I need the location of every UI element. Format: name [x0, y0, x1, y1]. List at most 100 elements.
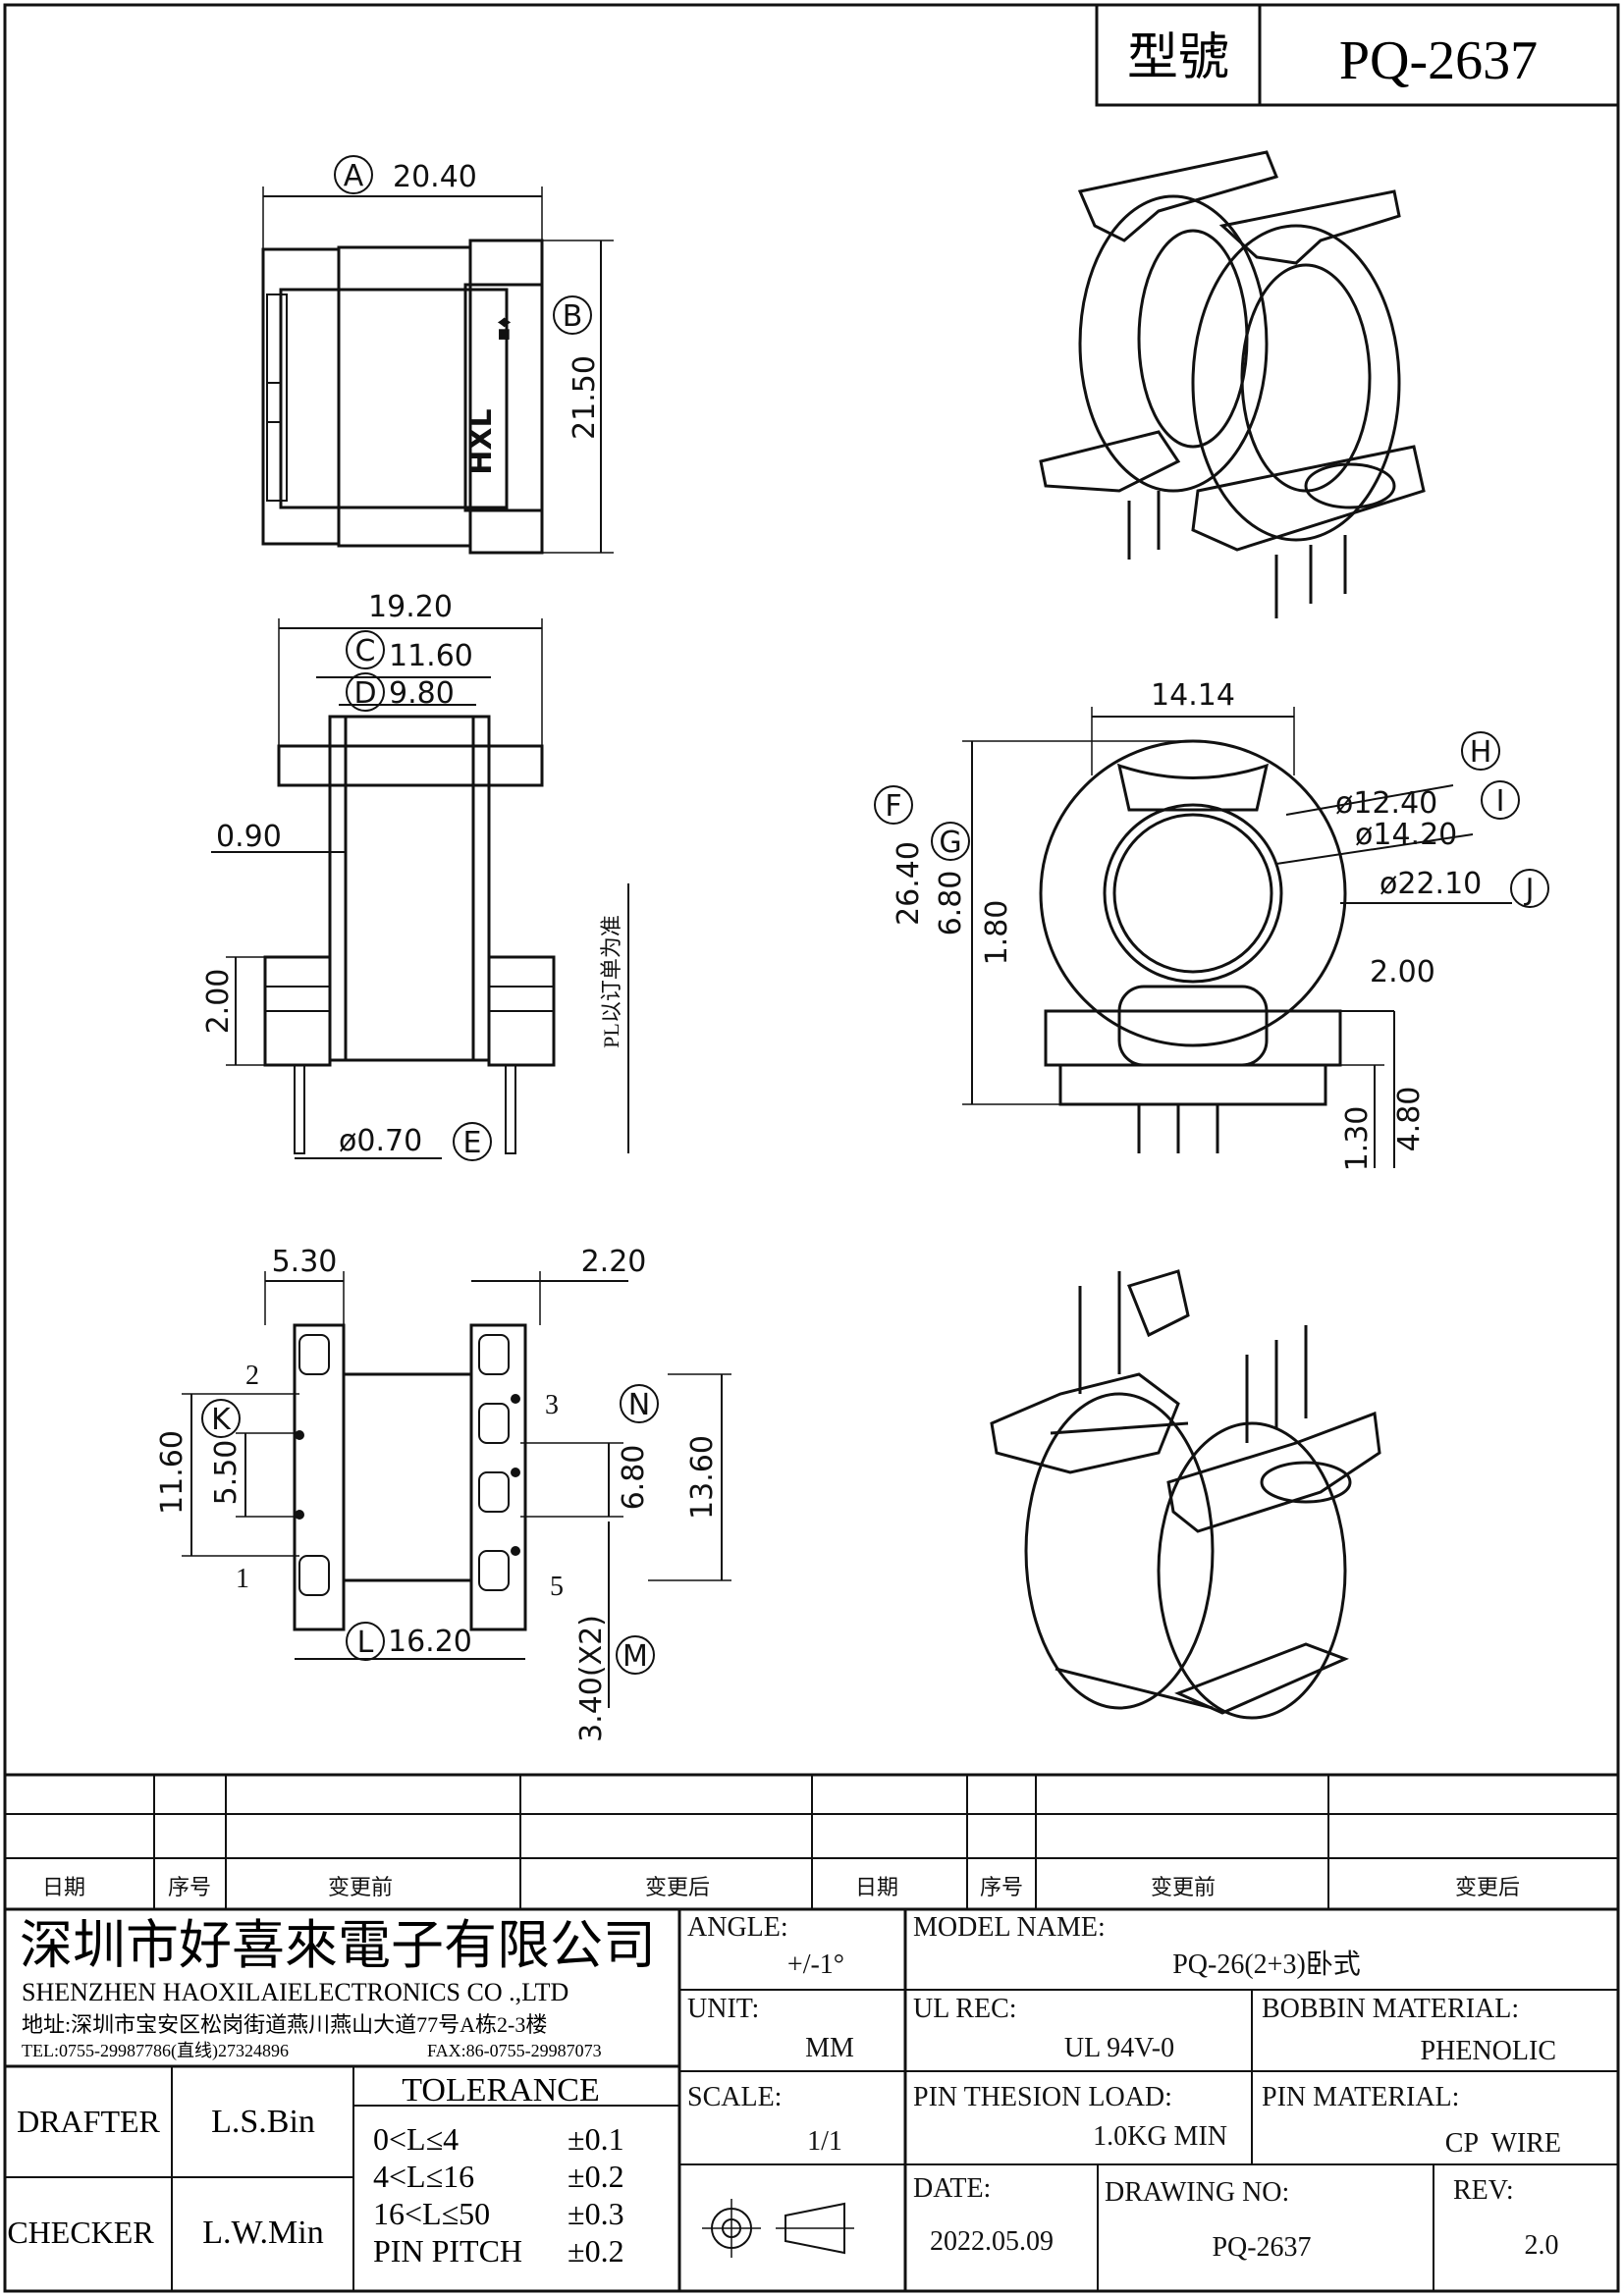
tol-range-4: PIN PITCH — [373, 2233, 522, 2269]
company-tel: TEL:0755-29987786(直线)27324896 — [22, 2041, 289, 2061]
mark-a-circle — [334, 155, 373, 194]
isometric-view-upper — [1039, 150, 1426, 618]
dim-c: 11.60 — [389, 639, 473, 673]
pin-load-value: 1.0KG MIN — [1093, 2121, 1227, 2152]
tol-range-1: 0<L≤4 — [373, 2121, 459, 2157]
mark-k-circle — [201, 1399, 241, 1438]
change-table: 日期 序号 变更前 变更后 日期 序号 变更前 变更后 — [5, 1773, 1618, 1911]
scale-label: SCALE: — [687, 2082, 782, 2112]
model-label: 型號 — [1127, 30, 1229, 86]
mark-g-circle — [931, 822, 970, 861]
pin-label-1: 1 — [236, 1564, 249, 1594]
pl-note: PL以订单为准 — [599, 915, 623, 1048]
dim-standoff: 4.80 — [1392, 1087, 1427, 1152]
model-value: PQ-2637 — [1339, 30, 1538, 91]
mark-g: G — [939, 826, 961, 860]
mark-h: H — [1470, 735, 1492, 770]
dim-width: 14.14 — [1151, 678, 1235, 713]
mark-i: I — [1496, 784, 1505, 819]
dim-wall: 0.90 — [216, 820, 282, 854]
bottom-view — [182, 1271, 731, 1708]
checker-label: CHECKER — [7, 2215, 154, 2250]
pin-mat-value: CP WIRE — [1445, 2128, 1561, 2159]
isometric-view-lower — [990, 1269, 1381, 1720]
hdr-date-1: 日期 — [42, 1875, 85, 1899]
dim-1-80: 1.80 — [980, 900, 1014, 966]
drafter-value: L.S.Bin — [211, 2104, 315, 2140]
logo-mark: ■♦ — [491, 317, 515, 342]
model-name-label: MODEL NAME: — [913, 1912, 1106, 1943]
top-view: HXL ■♦ — [261, 187, 614, 555]
mark-n: N — [628, 1388, 650, 1422]
hdr-after-2: 变更后 — [1455, 1875, 1520, 1899]
ul-value: UL 94V-0 — [1064, 2033, 1174, 2063]
hdr-seq-1: 序号 — [168, 1875, 211, 1899]
dim-step: 2.00 — [1370, 955, 1435, 989]
dim-overall: 19.20 — [368, 590, 453, 624]
mark-a: A — [344, 159, 364, 193]
dim-left: 5.30 — [272, 1245, 338, 1279]
dim-j: ø22.10 — [1380, 867, 1482, 901]
dim-pin: ø0.70 — [339, 1124, 422, 1158]
pin-load-label: PIN THESION LOAD: — [913, 2082, 1172, 2112]
side-view — [211, 618, 629, 1159]
dim-pinlen: 1.30 — [1340, 1106, 1375, 1172]
unit-label: UNIT: — [687, 1994, 759, 2024]
mark-e-circle — [453, 1122, 492, 1161]
dim-b: 21.50 — [568, 355, 602, 440]
mark-b-circle — [553, 295, 592, 335]
mark-f-circle — [874, 785, 913, 825]
drawing-no-label: DRAWING NO: — [1105, 2177, 1289, 2208]
dim-m: 3.40(X2) — [574, 1615, 609, 1742]
rev-label: REV: — [1453, 2175, 1514, 2206]
mark-n-circle — [620, 1384, 659, 1423]
mark-k: K — [211, 1403, 232, 1437]
hdr-date-2: 日期 — [855, 1875, 898, 1899]
title-block-grid — [5, 1909, 1618, 2291]
dim-n: 6.80 — [617, 1445, 651, 1511]
mark-m: M — [622, 1639, 648, 1674]
dim-11-60: 11.60 — [155, 1430, 189, 1515]
pin-mat-label: PIN MATERIAL: — [1262, 2082, 1459, 2112]
date-value: 2022.05.09 — [930, 2226, 1054, 2257]
scale-value: 1/1 — [807, 2126, 842, 2157]
hdr-before-2: 变更前 — [1151, 1875, 1216, 1899]
projection-symbol-icon — [702, 2199, 854, 2258]
dim-h: ø12.40 — [1335, 786, 1437, 821]
rev-value: 2.0 — [1525, 2230, 1559, 2261]
company-name-cn: 深圳市好喜來電子有限公司 — [20, 1916, 656, 1975]
hdr-before-1: 变更前 — [328, 1875, 393, 1899]
mark-m-circle — [616, 1635, 655, 1675]
dim-d: 9.80 — [389, 676, 455, 711]
dim-k: 5.50 — [209, 1440, 243, 1506]
mark-l-circle — [346, 1622, 385, 1661]
angle-value: +/-1° — [787, 1949, 844, 1980]
dim-flange: 2.00 — [201, 969, 236, 1035]
tol-value-3: ±0.3 — [568, 2196, 624, 2231]
model-title-block: 型號 PQ-2637 — [1095, 3, 1620, 107]
sheet-border — [3, 3, 1620, 2293]
model-name-value: PQ-26(2+3)卧式 — [1172, 1949, 1361, 1980]
dim-right: 2.20 — [581, 1245, 647, 1279]
tol-value-4: ±0.2 — [568, 2233, 624, 2269]
tol-value-1: ±0.1 — [568, 2121, 624, 2157]
mark-e: E — [463, 1126, 482, 1160]
dim-i: ø14.20 — [1355, 818, 1457, 852]
company-name-en: SHENZHEN HAOXILAIELECTRONICS CO .,LTD — [22, 1978, 568, 2006]
company-fax: FAX:86-0755-29987073 — [427, 2041, 602, 2060]
company-address: 地址:深圳市宝安区松岗街道燕川燕山大道77号A栋2-3楼 — [22, 2012, 547, 2037]
mark-d: D — [353, 676, 376, 711]
dim-13-60: 13.60 — [685, 1435, 720, 1520]
ul-label: UL REC: — [913, 1994, 1017, 2024]
pin-label-3: 3 — [545, 1390, 559, 1420]
mark-l: L — [357, 1626, 374, 1660]
mark-j-circle — [1510, 869, 1549, 908]
mark-c-circle — [346, 630, 385, 669]
tol-value-2: ±0.2 — [568, 2159, 624, 2194]
dim-height: 26.40 — [892, 841, 926, 926]
dim-a: 20.40 — [393, 160, 477, 194]
hdr-seq-2: 序号 — [980, 1875, 1023, 1899]
unit-value: MM — [805, 2033, 854, 2063]
bobbin-label: BOBBIN MATERIAL: — [1262, 1994, 1519, 2024]
logo-hxl: HXL — [464, 408, 499, 474]
